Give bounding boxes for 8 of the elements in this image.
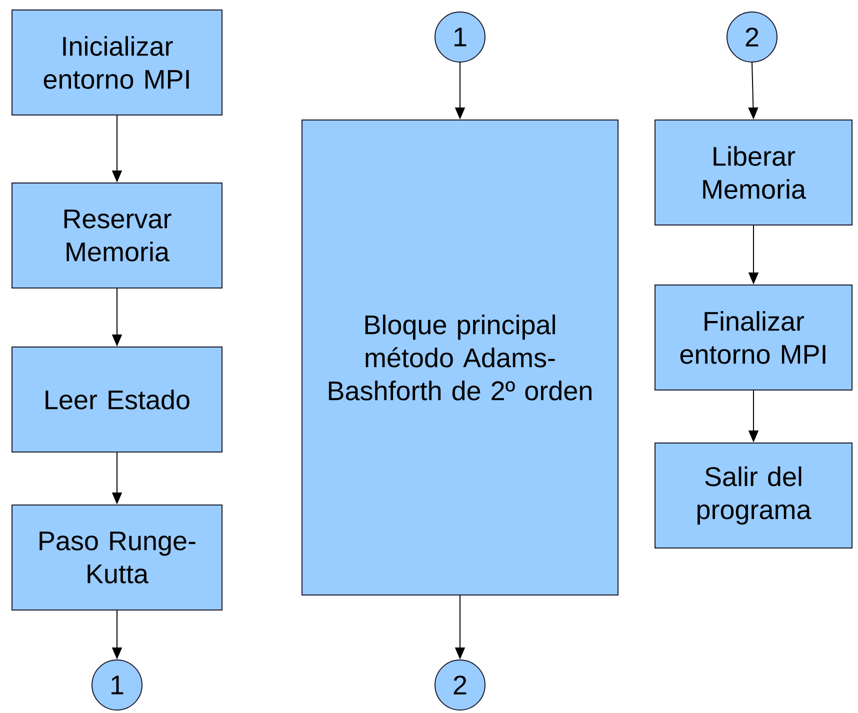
process-box: Liberar Memoria [654,120,852,226]
process-box: Paso Runge-Kutta [12,504,222,610]
process-box: Inicializar entorno MPI [12,10,222,116]
process-box: Reservar Memoria [12,182,222,288]
process-box: Leer Estado [12,346,222,452]
process-box: Bloque principal método Adams-Bashforth de 2º orden [302,120,618,596]
process-box: Finalizar entorno MPI [654,284,852,390]
process-box: Salir del programa [654,442,852,548]
